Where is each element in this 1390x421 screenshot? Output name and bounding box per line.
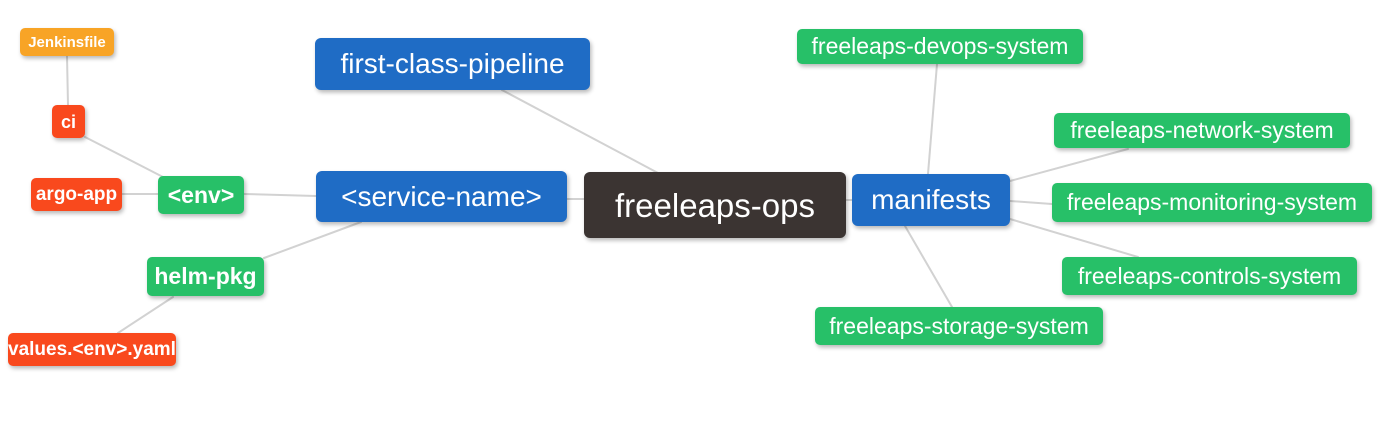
node-helm-pkg[interactable]: helm-pkg [147, 257, 264, 296]
node-env[interactable]: <env> [158, 176, 244, 214]
node-jenkinsfile[interactable]: Jenkinsfile [20, 28, 114, 56]
node-first-class-pipeline[interactable]: first-class-pipeline [315, 38, 590, 90]
edge-helm-pkg-service-name [263, 221, 362, 259]
edge-manifests-network [1009, 148, 1129, 182]
edge-ci-env [84, 136, 164, 178]
node-freeleaps-network-system[interactable]: freeleaps-network-system [1054, 113, 1350, 148]
edge-manifests-devops [927, 63, 938, 175]
node-freeleaps-controls-system[interactable]: freeleaps-controls-system [1062, 257, 1357, 295]
node-freeleaps-ops[interactable]: freeleaps-ops [584, 172, 846, 238]
node-freeleaps-devops-system[interactable]: freeleaps-devops-system [797, 29, 1083, 64]
node-service-name[interactable]: <service-name> [316, 171, 567, 222]
edge-manifests-controls [1009, 218, 1139, 258]
node-ci[interactable]: ci [52, 105, 85, 138]
node-freeleaps-storage-system[interactable]: freeleaps-storage-system [815, 307, 1103, 345]
edge-values-helm-pkg [117, 296, 174, 334]
edge-pipeline-freeleaps-ops [501, 89, 659, 174]
node-argo-app[interactable]: argo-app [31, 178, 122, 211]
edge-manifests-storage [904, 225, 953, 308]
edge-env-service-name [243, 193, 317, 197]
node-manifests[interactable]: manifests [852, 174, 1010, 226]
edge-manifests-monitoring [1009, 200, 1053, 205]
node-freeleaps-monitoring-system[interactable]: freeleaps-monitoring-system [1052, 183, 1372, 222]
node-values-env-yaml[interactable]: values.<env>.yaml [8, 333, 176, 366]
edge-jenkinsfile-ci [66, 55, 69, 106]
